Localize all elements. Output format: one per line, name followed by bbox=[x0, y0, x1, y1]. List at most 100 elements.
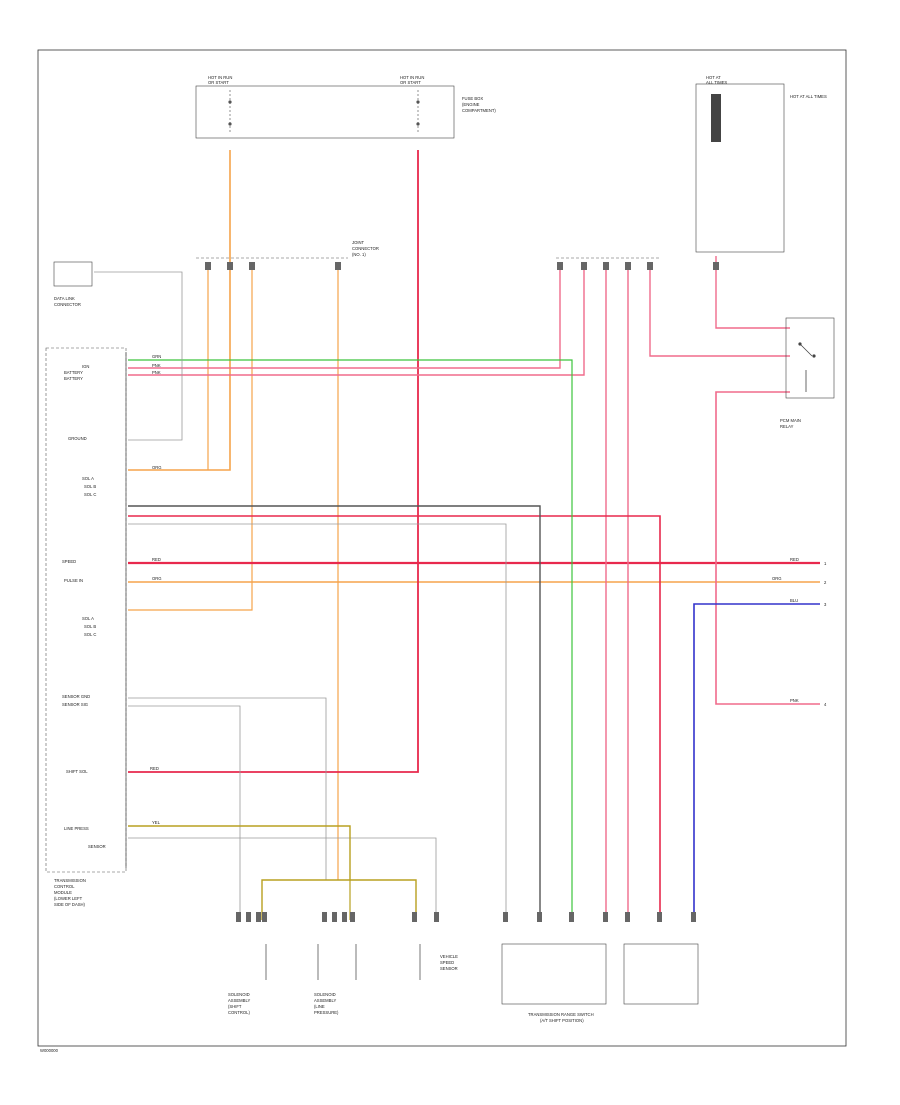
wire-pink-2 bbox=[128, 262, 585, 376]
wire-tag: ORG bbox=[772, 576, 782, 581]
svg-text:CONNECTOR: CONNECTOR bbox=[352, 246, 379, 251]
wire-tag: PNK bbox=[152, 370, 161, 375]
svg-text:DATA LINK: DATA LINK bbox=[54, 296, 75, 301]
wire-tag: PNK bbox=[790, 698, 799, 703]
pcm-fuse-title-1: HOT IN RUN bbox=[208, 75, 232, 80]
pin-label: SHIFT SOL bbox=[66, 769, 88, 774]
svg-text:SENSOR: SENSOR bbox=[440, 966, 458, 971]
svg-text:(ENGINE: (ENGINE bbox=[462, 102, 480, 107]
svg-text:RELAY: RELAY bbox=[780, 424, 794, 429]
svg-text:(A/T SHIFT POSITION): (A/T SHIFT POSITION) bbox=[540, 1018, 584, 1023]
wire-dark bbox=[128, 505, 541, 920]
wire-tag: RED bbox=[790, 557, 799, 562]
pin-label: SOL C bbox=[84, 632, 96, 637]
bottom-connector-pins bbox=[236, 912, 696, 922]
pin-label: SENSOR bbox=[88, 844, 106, 849]
svg-text:SPEED: SPEED bbox=[440, 960, 454, 965]
solenoid-b-caption: SOLENOID ASSEMBLY (LINE PRESSURE) bbox=[314, 992, 339, 1015]
solenoid-a-caption: SOLENOID ASSEMBLY (SHIFT CONTROL) bbox=[228, 992, 250, 1015]
ecm-fuse-box-outline bbox=[695, 83, 785, 253]
tcm-outline bbox=[45, 347, 127, 873]
continuation-arrows: 1 2 3 4 bbox=[824, 561, 827, 707]
wire-color-tags: GRN PNK PNK ORG RED ORG RED YEL RED ORG … bbox=[150, 354, 799, 825]
pcm-main-relay bbox=[785, 317, 835, 399]
tcm-pin-labels: IGN BATTERY BATTERY GROUND SOL A SOL B S… bbox=[62, 364, 106, 849]
ecm-fuse-element bbox=[711, 94, 721, 142]
wire-gray-3 bbox=[128, 705, 241, 920]
data-link-connector bbox=[53, 261, 93, 287]
data-link-caption: DATA LINK CONNECTOR bbox=[54, 296, 81, 307]
wire-tag: ORG bbox=[152, 465, 162, 470]
svg-text:ASSEMBLY: ASSEMBLY bbox=[228, 998, 250, 1003]
pin-label: SENSOR GND bbox=[62, 694, 90, 699]
wire-tag: PNK bbox=[152, 363, 161, 368]
svg-text:TRANSMISSION: TRANSMISSION bbox=[54, 878, 86, 883]
pin-label: LINE PRESS bbox=[64, 826, 89, 831]
wire-pink-6 bbox=[715, 256, 790, 329]
svg-text:PCM MAIN: PCM MAIN bbox=[780, 418, 801, 423]
diagram-frame bbox=[37, 49, 847, 1047]
footer-code: W000000 bbox=[40, 1048, 59, 1053]
speed-sensor-caption: VEHICLE SPEED SENSOR bbox=[440, 954, 458, 971]
svg-text:SIDE OF DASH): SIDE OF DASH) bbox=[54, 902, 86, 907]
wire-orange-1 bbox=[128, 150, 231, 471]
wire-blue bbox=[693, 603, 820, 920]
svg-text:(LOWER LEFT: (LOWER LEFT bbox=[54, 896, 83, 901]
wire-tag: RED bbox=[152, 557, 161, 562]
wire-orange-3 bbox=[128, 262, 253, 611]
tcc-fuse-title-1: HOT IN RUN bbox=[400, 75, 424, 80]
wire-pink-8 bbox=[715, 391, 820, 705]
ecm-fuse-title-2: ALL TIMES bbox=[706, 80, 727, 85]
wire-gray-1 bbox=[128, 523, 507, 920]
svg-text:SOLENOID: SOLENOID bbox=[228, 992, 250, 997]
fuse-symbol-pcm bbox=[228, 90, 232, 134]
wire-pink-7 bbox=[128, 515, 661, 920]
wire-tag: GRN bbox=[152, 354, 161, 359]
svg-text:ASSEMBLY: ASSEMBLY bbox=[314, 998, 336, 1003]
ecm-fuse-title-1: HOT AT bbox=[706, 75, 721, 80]
pin-label: SOL A bbox=[82, 476, 94, 481]
wire-tag: ORG bbox=[152, 576, 162, 581]
pin-label: IGN bbox=[82, 364, 89, 369]
hot-at-all-times-label: HOT AT ALL TIMES bbox=[790, 94, 827, 99]
arrow-2: 2 bbox=[824, 580, 827, 585]
relay-switch-icon bbox=[798, 342, 816, 392]
svg-text:CONTROL): CONTROL) bbox=[228, 1010, 250, 1015]
pin-label: SOL B bbox=[84, 624, 96, 629]
pin-label: SOL C bbox=[84, 492, 96, 497]
svg-text:COMPARTMENT): COMPARTMENT) bbox=[462, 108, 496, 113]
wire-pink-5 bbox=[649, 262, 790, 357]
tcm-caption: TRANSMISSION CONTROL MODULE (LOWER LEFT … bbox=[54, 878, 86, 907]
pin-label: GROUND bbox=[68, 436, 87, 441]
wire-green bbox=[128, 359, 573, 920]
pin-label: SENSOR SIG bbox=[62, 702, 88, 707]
svg-text:CONNECTOR: CONNECTOR bbox=[54, 302, 81, 307]
arrow-4: 4 bbox=[824, 702, 827, 707]
wire-gray-5 bbox=[94, 271, 183, 441]
pin-label: SPEED bbox=[62, 559, 76, 564]
wire-gray-2 bbox=[128, 697, 327, 880]
pin-label: BATTERY bbox=[64, 370, 83, 375]
svg-text:(SHIFT: (SHIFT bbox=[228, 1004, 242, 1009]
wire-tag: YEL bbox=[152, 820, 161, 825]
wire-layer bbox=[94, 150, 820, 920]
svg-text:(LINE: (LINE bbox=[314, 1004, 325, 1009]
svg-text:PRESSURE): PRESSURE) bbox=[314, 1010, 339, 1015]
pin-label: BATTERY bbox=[64, 376, 83, 381]
svg-text:SOLENOID: SOLENOID bbox=[314, 992, 336, 997]
svg-text:(NO. 1): (NO. 1) bbox=[352, 252, 366, 257]
wire-olive-1 bbox=[128, 825, 351, 920]
svg-text:MODULE: MODULE bbox=[54, 890, 72, 895]
wire-tag: RED bbox=[150, 766, 159, 771]
wire-gray-4 bbox=[128, 837, 437, 920]
wire-tag: BLU bbox=[790, 598, 798, 603]
arrow-3: 3 bbox=[824, 602, 827, 607]
pcm-fuse-title-2: OR START bbox=[208, 80, 229, 85]
junction-caption: JOINT CONNECTOR (NO. 1) bbox=[352, 240, 379, 257]
relay-caption: PCM MAIN RELAY bbox=[780, 418, 801, 429]
arrow-1: 1 bbox=[824, 561, 827, 566]
tcc-fuse-title-2: OR START bbox=[400, 80, 421, 85]
svg-text:TRANSMISSION RANGE SWITCH: TRANSMISSION RANGE SWITCH bbox=[528, 1012, 594, 1017]
